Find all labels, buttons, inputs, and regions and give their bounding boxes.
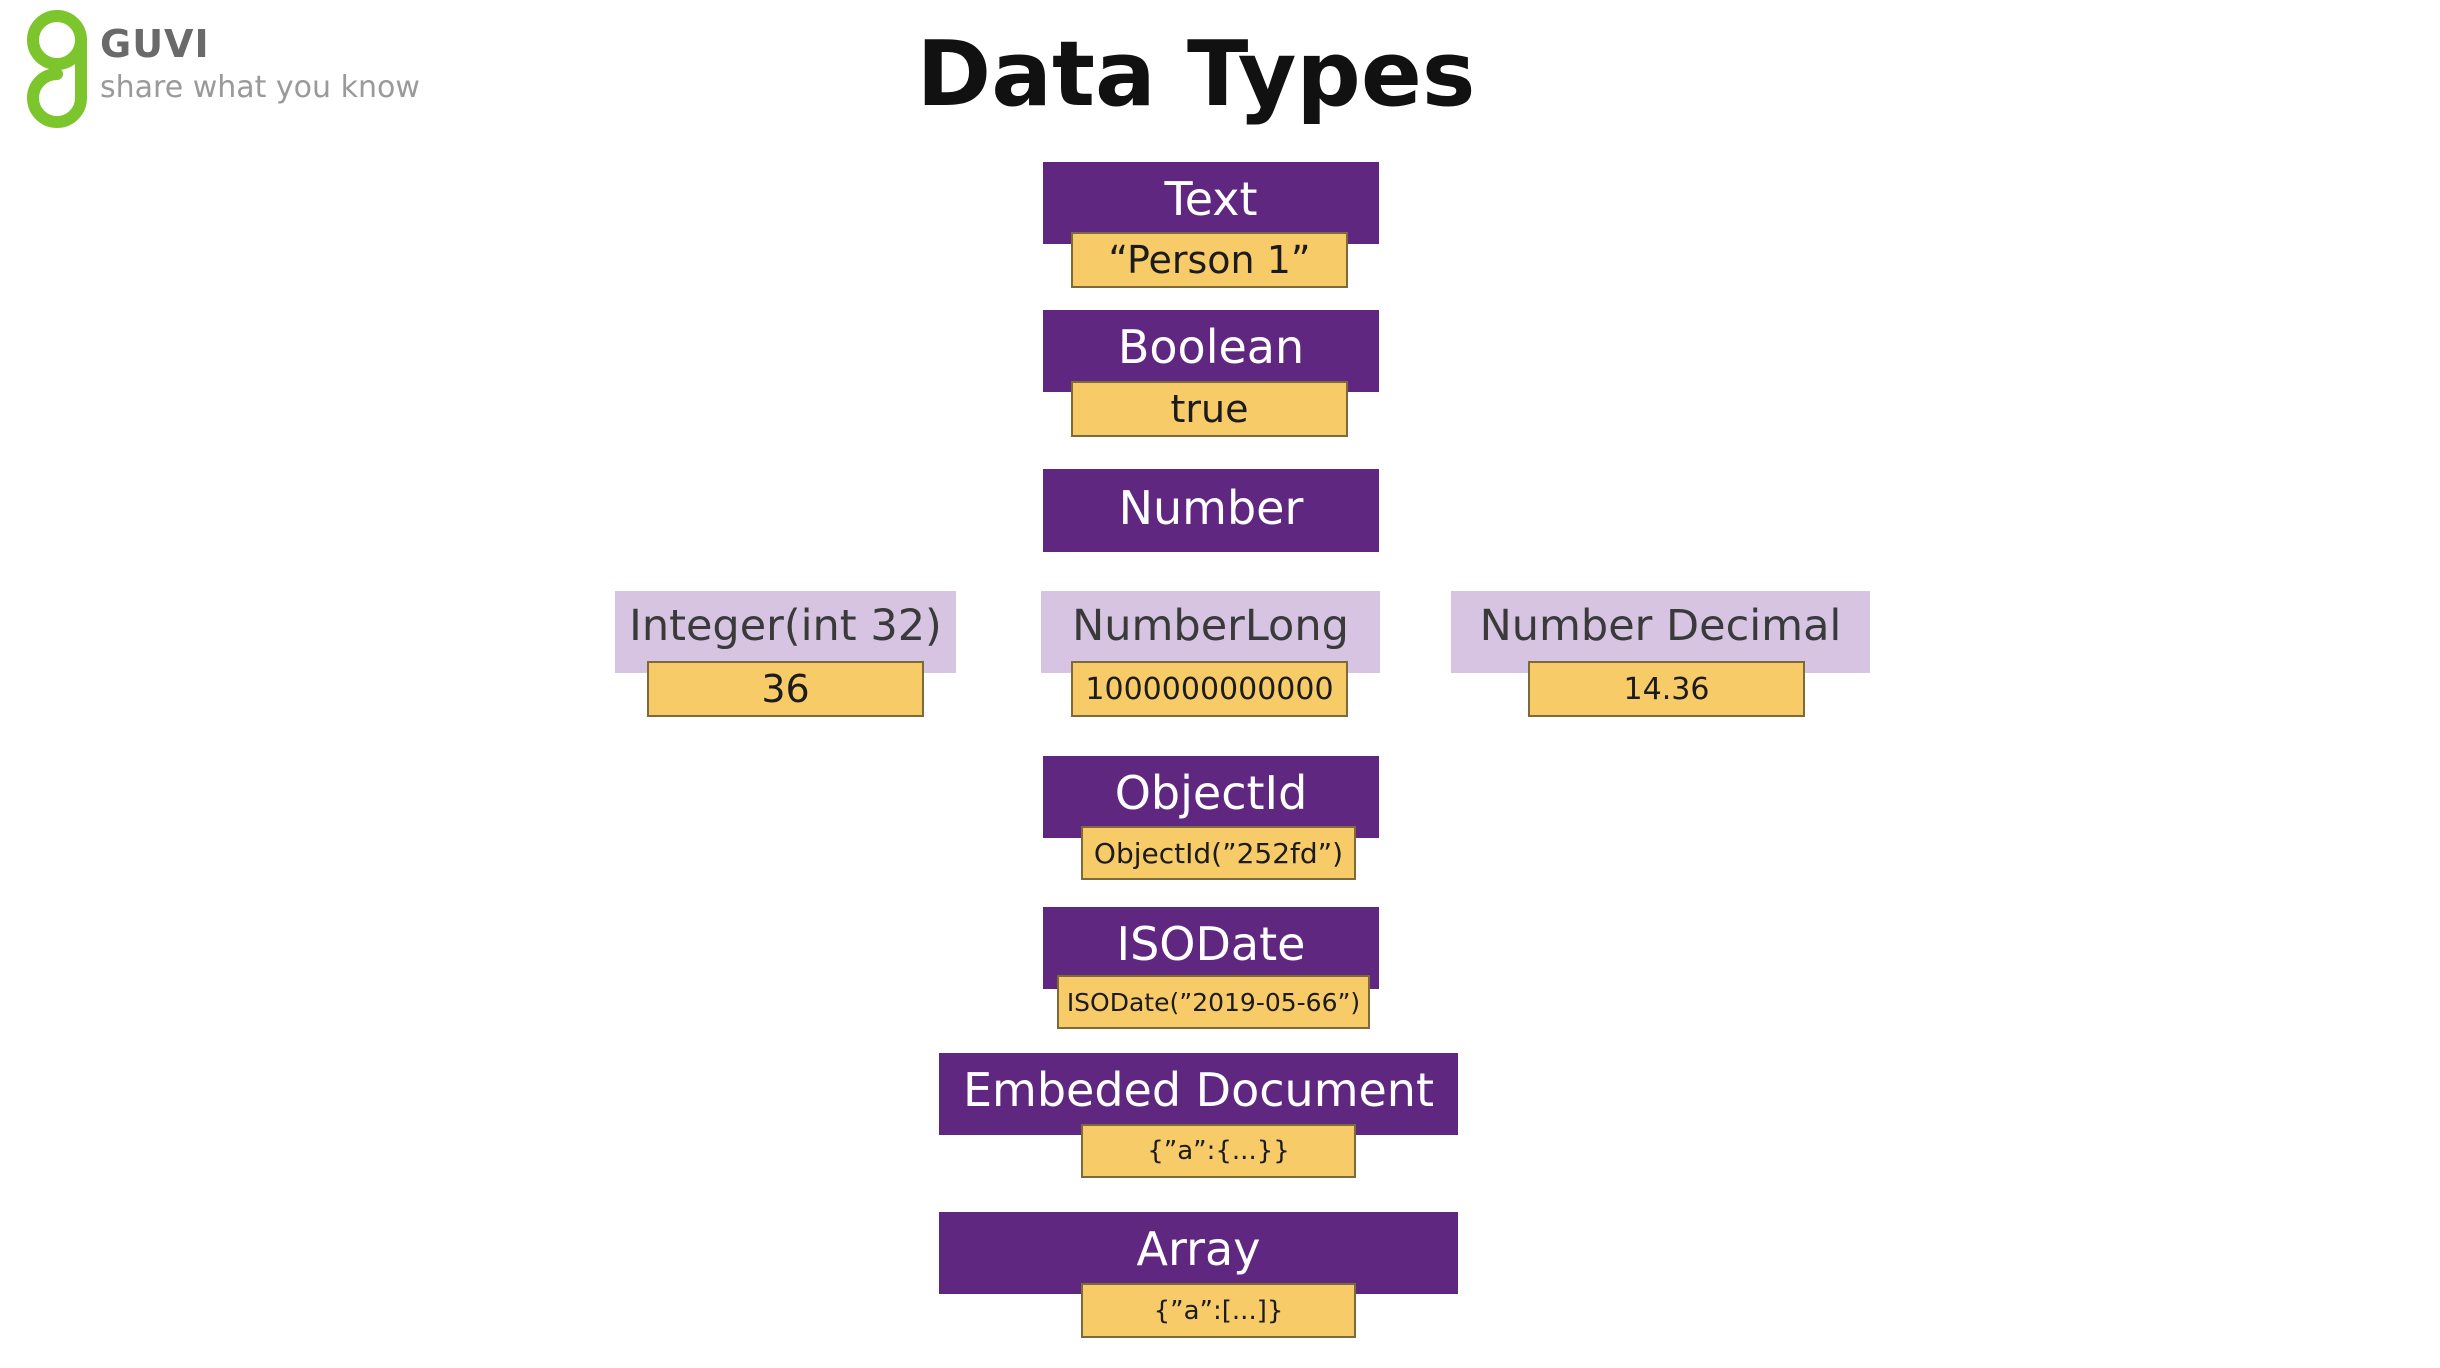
type-boolean-box: Boolean [1043, 310, 1379, 392]
type-embedded-document-value: {”a”:{...}} [1081, 1124, 1356, 1178]
type-embedded-document-label: Embeded Document [962, 1063, 1434, 1117]
page-title: Data Types [916, 22, 1476, 127]
type-text-box: Text [1043, 162, 1379, 244]
type-text-value: “Person 1” [1071, 232, 1348, 288]
type-array-label: Array [1136, 1222, 1261, 1276]
type-number-long-label: NumberLong [1072, 601, 1349, 651]
type-object-id-box: ObjectId [1043, 756, 1379, 838]
type-boolean-label: Boolean [1117, 320, 1305, 374]
brand-tagline: share what you know [100, 70, 420, 105]
type-number-long-value: 1000000000000 [1071, 661, 1348, 717]
type-number-long-box: NumberLong [1041, 591, 1380, 673]
type-number-box: Number [1043, 469, 1379, 552]
type-embedded-document-box: Embeded Document [939, 1053, 1458, 1135]
type-integer-box: Integer(int 32) [615, 591, 956, 673]
type-object-id-label: ObjectId [1114, 766, 1308, 820]
type-integer-value: 36 [647, 661, 924, 717]
type-array-box: Array [939, 1212, 1458, 1294]
type-number-decimal-box: Number Decimal [1451, 591, 1870, 673]
guvi-logo-icon [27, 10, 87, 128]
type-iso-date-value: ISODate(”2019-05-66”) [1057, 975, 1370, 1029]
type-number-decimal-label: Number Decimal [1479, 601, 1842, 651]
guvi-logo: GUVI share what you know [22, 6, 452, 136]
type-integer-label: Integer(int 32) [629, 601, 942, 651]
type-iso-date-label: ISODate [1116, 917, 1306, 971]
type-boolean-value: true [1071, 381, 1348, 437]
type-number-decimal-value: 14.36 [1528, 661, 1805, 717]
type-number-label: Number [1118, 481, 1304, 535]
brand-name: GUVI [100, 22, 210, 66]
type-text-label: Text [1164, 172, 1258, 226]
type-object-id-value: ObjectId(”252fd”) [1081, 826, 1356, 880]
type-array-value: {”a”:[...]} [1081, 1283, 1356, 1338]
